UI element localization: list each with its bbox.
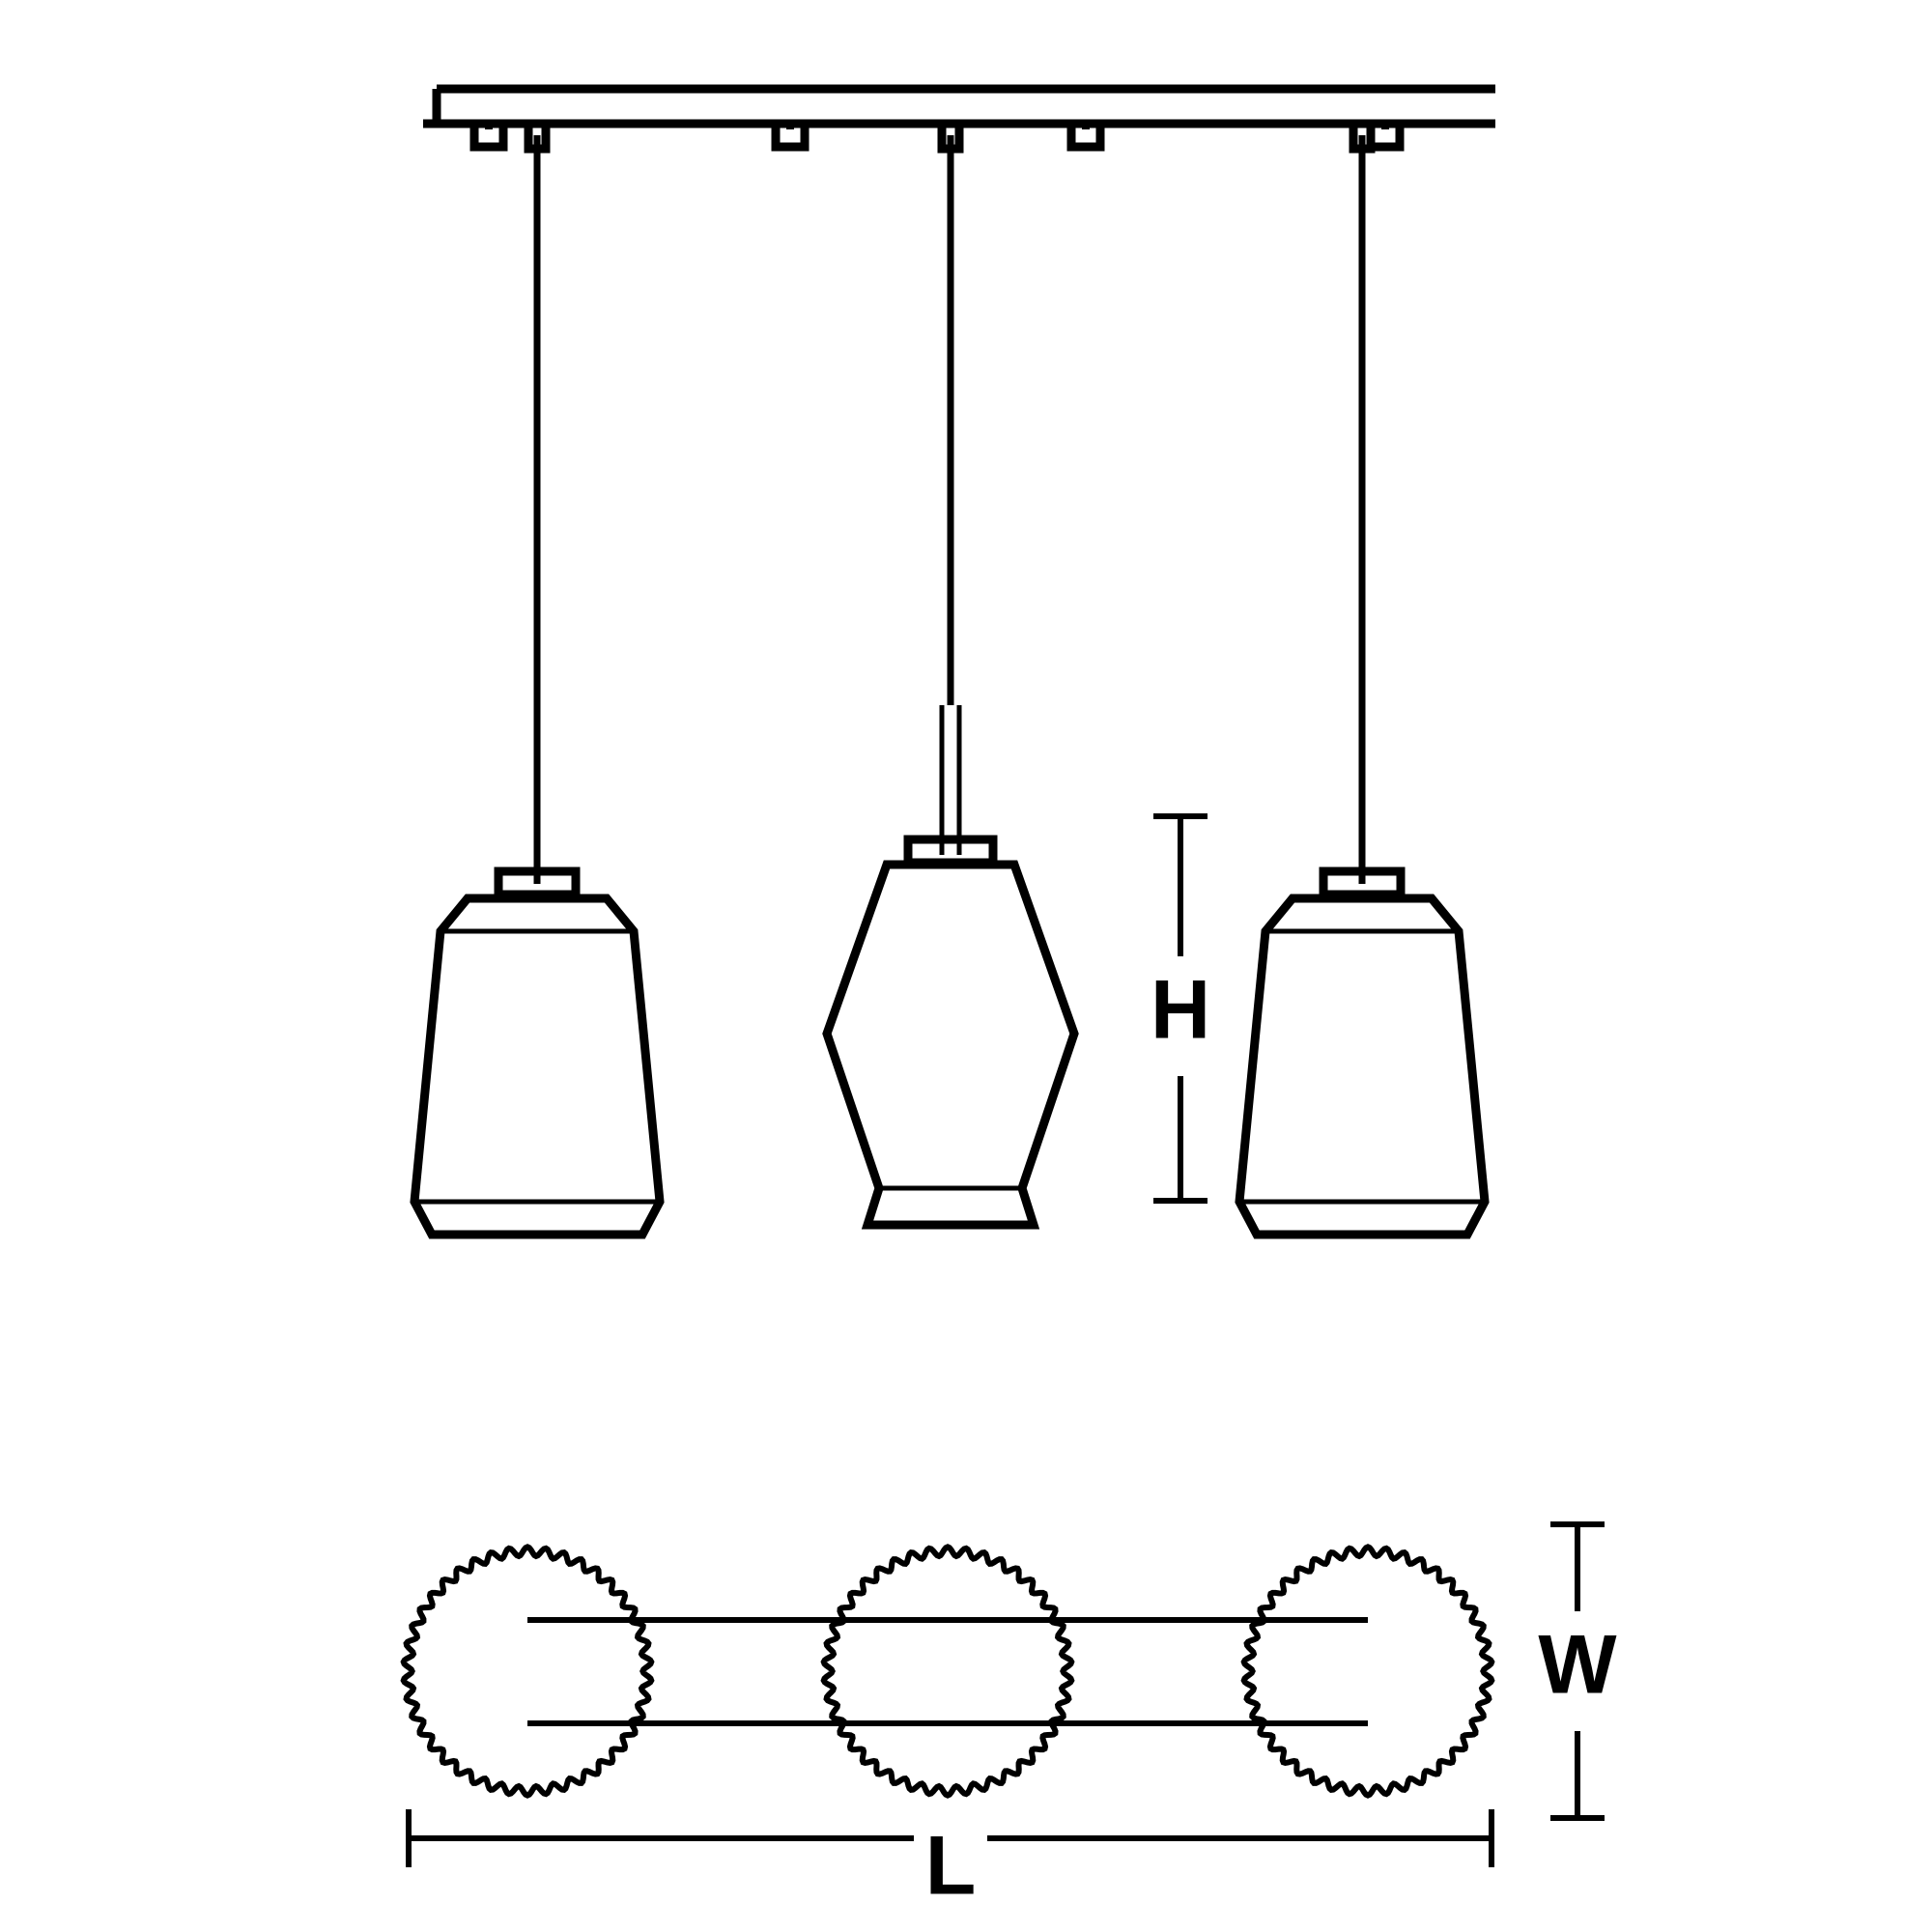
plan-canopy-bar — [527, 1617, 1368, 1726]
dimension-w-line — [1550, 1521, 1605, 1821]
dimension-h: H — [1151, 813, 1210, 1204]
plan-view: W L — [400, 1521, 1617, 1913]
plan-shade-right — [1240, 1544, 1495, 1799]
dimension-h-label: H — [1151, 964, 1210, 1057]
cord-socket — [524, 124, 551, 154]
dimension-l-label: L — [925, 1820, 977, 1913]
pendant-shade-outline — [410, 894, 665, 1239]
plan-shade-left — [400, 1544, 655, 1799]
pendant-shade-outline — [1235, 894, 1490, 1239]
dimension-w: W — [1538, 1521, 1617, 1821]
plan-shade-circles — [400, 1544, 1495, 1799]
canopy-mount-tab — [771, 124, 810, 152]
pendant-shades — [410, 705, 1490, 1239]
plan-shade-center — [820, 1544, 1075, 1799]
dimension-w-label: W — [1538, 1619, 1617, 1712]
pendant-shade-outline — [822, 860, 1079, 1230]
suspension-cords — [524, 124, 1376, 884]
dimension-l-line — [406, 1809, 1494, 1867]
elevation-view: H — [410, 84, 1495, 1239]
shade-fitter — [903, 835, 998, 867]
pendant-stem — [939, 705, 962, 855]
dimension-l: L — [406, 1809, 1494, 1913]
cord-socket — [937, 124, 964, 154]
cord-socket — [1349, 124, 1376, 154]
dimension-h-line — [1153, 813, 1208, 1204]
canopy-mount-tab — [469, 124, 508, 152]
canopy-mount-tab — [1066, 124, 1105, 152]
